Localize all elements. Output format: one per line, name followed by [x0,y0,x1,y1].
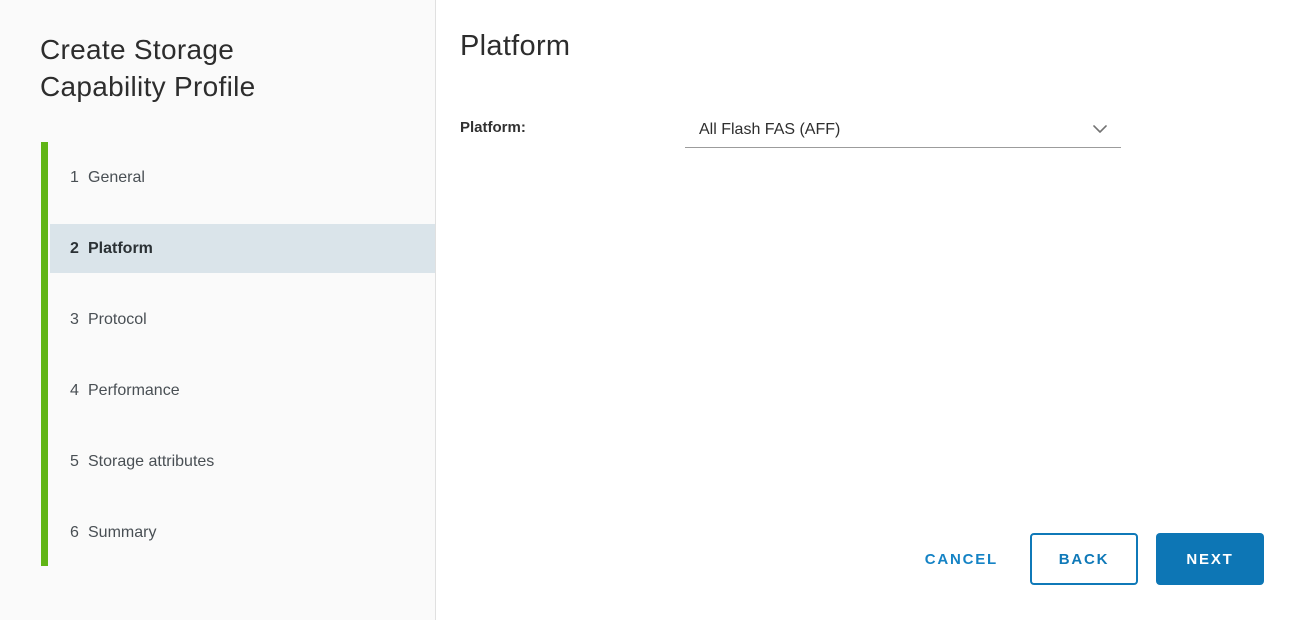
platform-select-value: All Flash FAS (AFF) [699,120,841,138]
platform-field-label: Platform: [460,119,526,136]
page-title: Platform [460,30,571,62]
step-label: Summary [88,523,157,541]
step-number: 4 [70,381,79,399]
step-label: Performance [88,381,180,399]
wizard-sidebar: Create Storage Capability Profile 1 Gener… [0,0,436,620]
step-number: 3 [70,310,79,328]
step-number: 2 [70,239,79,257]
step-label: Protocol [88,310,147,328]
chevron-down-icon [1093,125,1107,133]
sidebar-step-storage-attributes[interactable]: 5 Storage attributes [50,437,435,486]
sidebar-step-performance[interactable]: 4 Performance [50,366,435,415]
sidebar-step-platform[interactable]: 2 Platform [50,224,435,273]
step-number: 1 [70,168,79,186]
wizard-title: Create Storage Capability Profile [40,34,256,102]
wizard-footer: CANCEL BACK NEXT [925,533,1264,585]
cancel-button[interactable]: CANCEL [925,533,998,585]
step-number: 6 [70,523,79,541]
sidebar-step-protocol[interactable]: 3 Protocol [50,295,435,344]
back-button[interactable]: BACK [1030,533,1138,585]
platform-select[interactable]: All Flash FAS (AFF) [685,112,1121,148]
step-label: Storage attributes [88,452,215,470]
step-label: Platform [88,239,153,257]
sidebar-step-general[interactable]: 1 General [50,153,435,202]
step-label: General [88,168,145,186]
progress-accent-bar [41,142,48,566]
step-number: 5 [70,452,79,470]
sidebar-step-summary[interactable]: 6 Summary [50,508,435,557]
next-button[interactable]: NEXT [1156,533,1264,585]
wizard-content: Platform Platform: All Flash FAS (AFF) C… [437,0,1305,620]
